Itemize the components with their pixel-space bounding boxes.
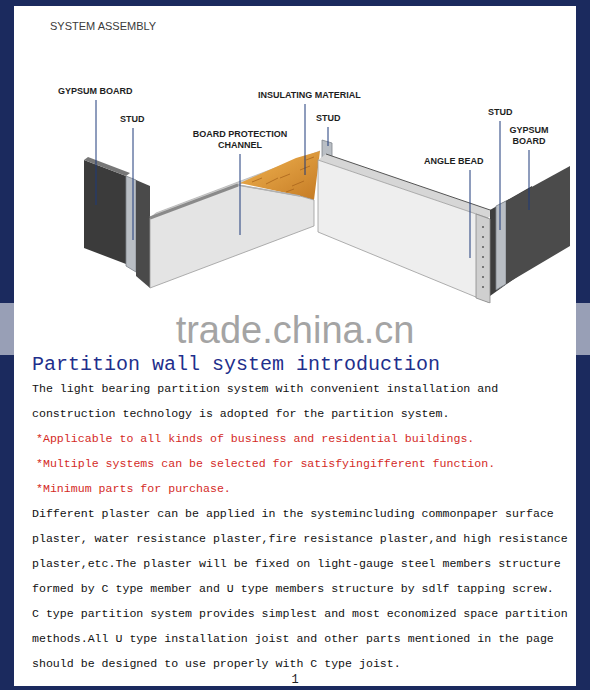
leader-line: [470, 170, 471, 258]
gypsum-board-front: [150, 185, 314, 288]
callout-label: BOARD PROTECTION CHANNEL: [190, 129, 290, 151]
callout-label: INSULATING MATERIAL: [258, 90, 361, 101]
page-title: Partition wall system introduction: [32, 352, 440, 378]
left-end-boards: [126, 176, 136, 272]
leader-line: [96, 100, 97, 205]
right-end-boards: [506, 166, 570, 284]
leader-line: [328, 127, 329, 146]
body-paragraph: Different plaster can be applied in the …: [32, 501, 580, 601]
angle-bead: [476, 214, 490, 303]
leader-line: [133, 128, 134, 240]
gypsum-board-right-wing: [318, 160, 488, 302]
body-text: The light bearing partition system with …: [32, 376, 580, 676]
callout-label: GYPSUM BOARD: [58, 86, 133, 97]
angle-bead: [476, 214, 490, 303]
leader-line: [529, 150, 530, 210]
bullet-item: *Multiple systems can be selected for sa…: [32, 451, 580, 476]
callout-label: GYPSUM BOARD: [506, 125, 552, 147]
left-end-boards: [84, 160, 126, 264]
gypsum-board-right-wing: [318, 160, 488, 302]
leader-line: [240, 154, 241, 235]
board-protection-channel: [150, 185, 238, 218]
leader-line: [305, 104, 306, 175]
bullet-item: *Applicable to all kinds of business and…: [32, 426, 580, 451]
body-paragraph: The light bearing partition system with …: [32, 376, 580, 426]
right-end-boards: [496, 201, 506, 290]
bullet-item: *Minimum parts for purchase.: [32, 476, 580, 501]
gypsum-board-front: [150, 185, 314, 288]
watermark: trade.china.cn: [0, 308, 590, 352]
section-heading: SYSTEM ASSEMBLY: [50, 20, 156, 33]
watermark-band: [0, 303, 590, 355]
callout-label: STUD: [488, 107, 513, 118]
board-protection-channel: [150, 185, 300, 218]
left-end-boards: [84, 157, 150, 288]
leader-line: [96, 100, 529, 258]
callout-label: ANGLE BEAD: [424, 156, 484, 167]
callout-label: STUD: [120, 114, 145, 125]
left-end-boards: [84, 157, 130, 176]
left-end-boards: [136, 180, 150, 288]
page-number: 1: [0, 674, 590, 686]
body-paragraph: C type partition system provides simples…: [32, 601, 580, 676]
watermark-band: [0, 303, 590, 355]
angle-bead: [482, 226, 484, 288]
leader-line: [500, 121, 501, 230]
board-protection-channel: [238, 185, 300, 196]
callout-label: STUD: [316, 113, 341, 124]
right-end-boards: [490, 166, 570, 296]
